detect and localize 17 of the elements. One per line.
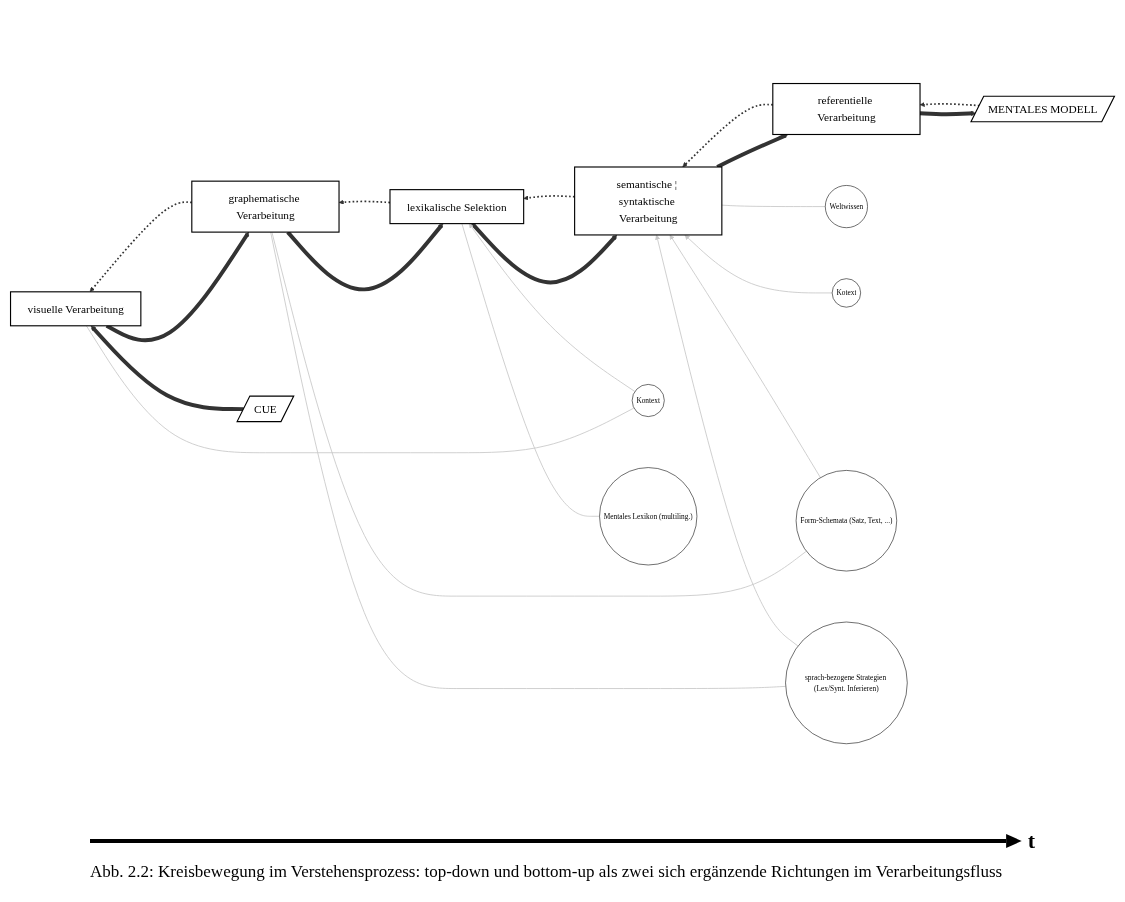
- arrow: [716, 133, 789, 170]
- connector: [721, 205, 826, 208]
- connector: [85, 325, 635, 454]
- node-box: referentielle Verarbeitung: [772, 83, 921, 136]
- node-box: lexikalische Selektion: [389, 189, 525, 225]
- arrow: [470, 222, 618, 285]
- node-box: graphematische Verarbeitung: [191, 180, 340, 234]
- connector: [270, 232, 787, 690]
- connector: [461, 223, 600, 518]
- arrow: [286, 223, 444, 292]
- axis-label: t: [1027, 828, 1035, 853]
- node-box: visuelle Verarbeitung: [9, 291, 142, 327]
- arrow: [90, 325, 244, 412]
- arrow: [105, 232, 250, 343]
- node-box: semantische ¦ syntaktische Verarbeitung: [574, 166, 723, 236]
- connector: [271, 232, 807, 597]
- caption: Abb. 2.2: Kreisbewegung im Verstehensprozess: top-down und bottom-up als zwei sich ergänzende Richtungen im Verarbeitungsfluss: [90, 862, 1004, 882]
